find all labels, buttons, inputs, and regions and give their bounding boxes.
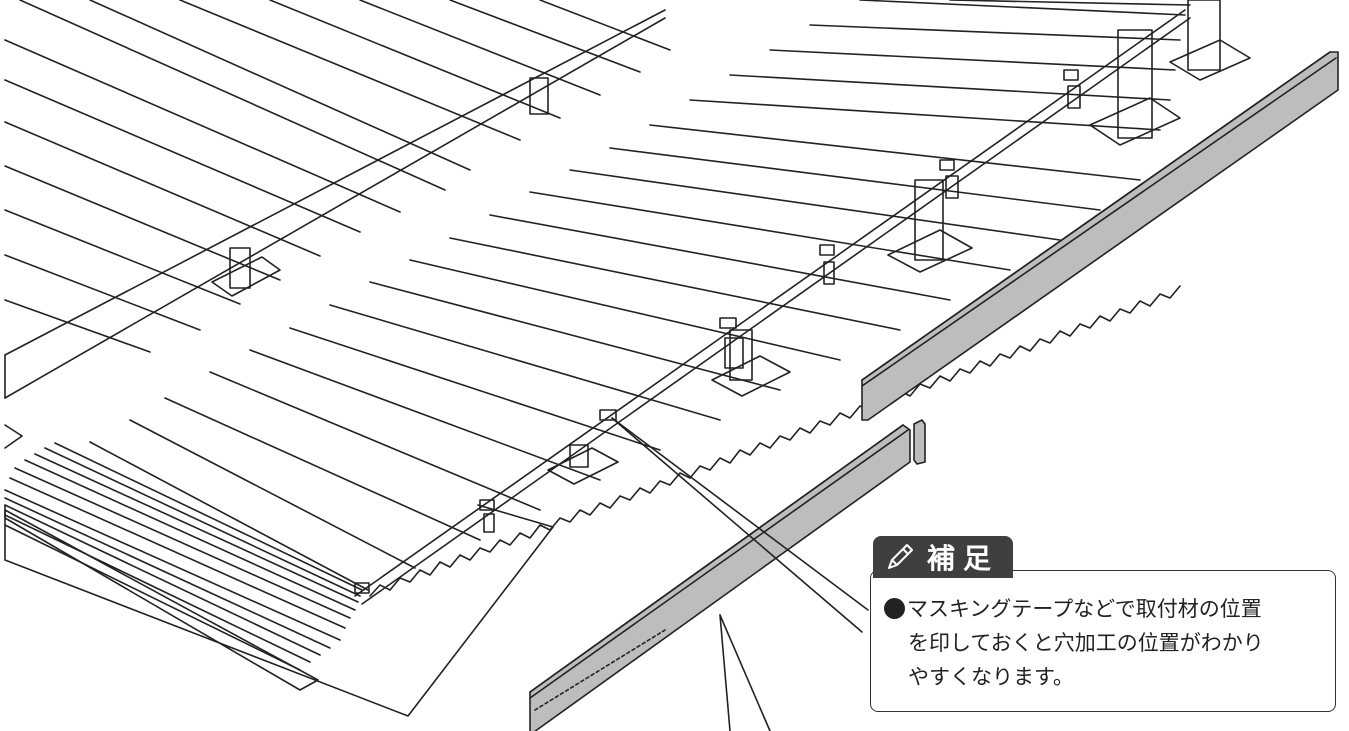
end-cap-piece bbox=[913, 419, 926, 465]
supplement-note-box bbox=[870, 570, 1336, 712]
note-body: マスキングテープなどで取付材の位置 を印しておくと穴加工の位置がわかり やすくな… bbox=[884, 592, 1334, 694]
note-title: 補足 bbox=[927, 542, 1000, 575]
note-line-3: やすくなります。 bbox=[908, 665, 1074, 689]
beam-posts bbox=[211, 77, 549, 297]
floor-slab-outline bbox=[4, 424, 554, 717]
note-line-1: マスキングテープなどで取付材の位置 bbox=[884, 592, 1334, 626]
corrugated-end-panel bbox=[4, 442, 363, 691]
note-line-2: を印しておくと穴加工の位置がわかり bbox=[908, 631, 1264, 655]
fascia-panel-lower bbox=[529, 424, 911, 731]
leader-lines bbox=[611, 417, 869, 731]
bullet-icon bbox=[884, 598, 905, 619]
support-posts bbox=[547, 0, 1251, 485]
truss-edge bbox=[354, 9, 1191, 605]
fascia-panel-upper bbox=[861, 51, 1339, 421]
main-beam bbox=[4, 9, 666, 399]
upper-deck-boards bbox=[4, 0, 671, 353]
supplement-note-tab: 補足 bbox=[873, 536, 1014, 578]
note-line-1-text: マスキングテープなどで取付材の位置 bbox=[907, 597, 1262, 621]
mounting-brackets bbox=[354, 69, 1081, 594]
pencil-icon bbox=[888, 544, 913, 569]
front-deck-boards bbox=[89, 0, 1191, 591]
